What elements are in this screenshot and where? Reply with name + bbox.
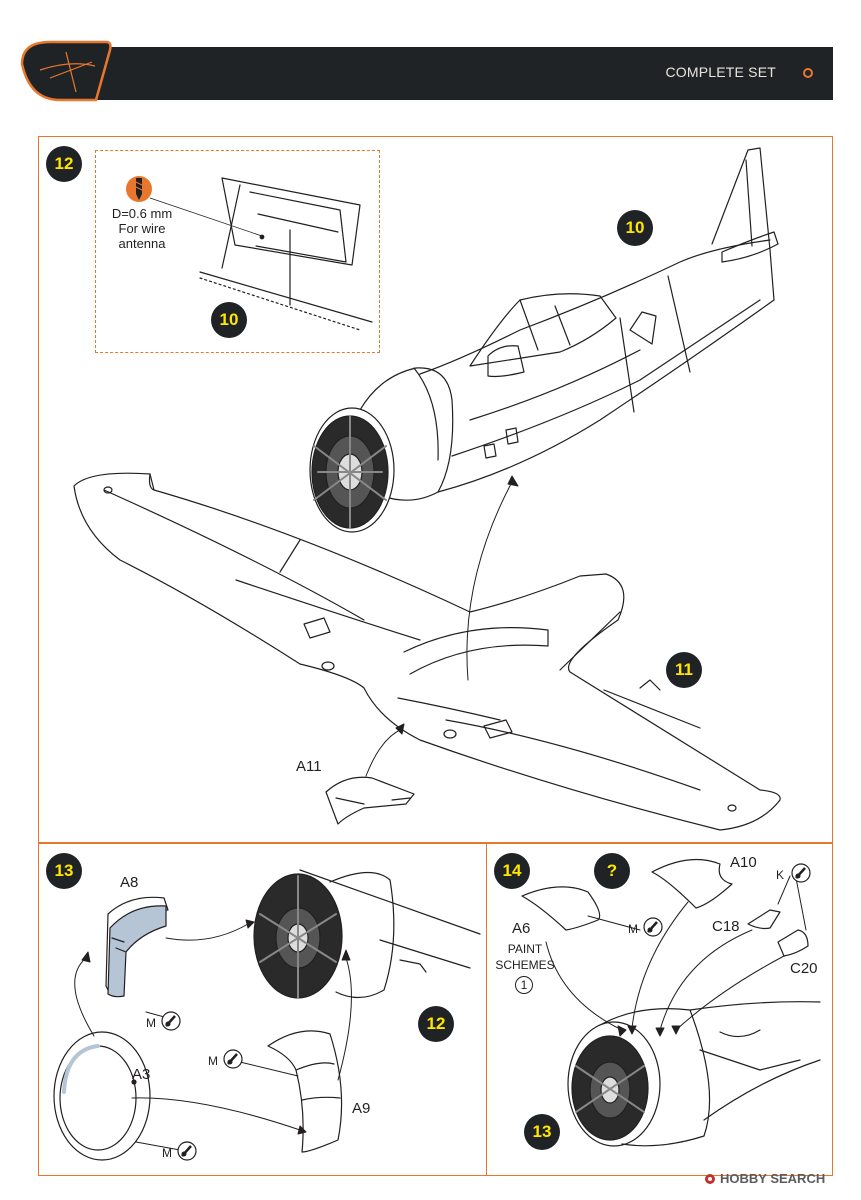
step-14-arrows <box>545 875 807 1037</box>
step-13-arrows <box>74 919 352 1151</box>
paint-schemes-line-2: SCHEMES <box>495 958 555 972</box>
paint-code-k-label: K <box>776 868 785 882</box>
paint-schemes-line-1: PAINT <box>507 942 543 956</box>
ref-step-12-badge: 12 <box>418 1006 454 1042</box>
part-a8-label: A8 <box>120 874 139 891</box>
part-c18-drawing <box>747 909 781 930</box>
part-a9-label: A9 <box>352 1100 371 1117</box>
paint-brush-icon <box>161 1011 181 1031</box>
paint-code-m-label: M <box>208 1054 218 1068</box>
drill-icon <box>126 176 152 202</box>
paint-brush-icon <box>791 863 811 883</box>
step-12-arrows <box>365 475 519 777</box>
ref-step-10-badge: 10 <box>617 210 653 246</box>
part-a10-label: A10 <box>730 854 757 871</box>
header-bar-graphic <box>20 40 833 102</box>
ref-step-13-badge: 13 <box>524 1114 560 1150</box>
part-a11-drawing <box>325 776 415 825</box>
hobbysearch-logo-icon <box>705 1174 715 1184</box>
part-a3-label: A3 <box>132 1066 151 1083</box>
part-a11-label: A11 <box>296 758 322 775</box>
paint-code-m-label: M <box>146 1016 156 1030</box>
part-a10-drawing <box>651 858 733 909</box>
paint-brush-icon <box>223 1049 243 1069</box>
part-a8-drawing <box>105 896 169 998</box>
step-14-badge: 14 <box>494 853 530 889</box>
part-a6-drawing <box>521 886 601 931</box>
paint-scheme-number-badge: 1 <box>515 976 533 994</box>
antenna-detail-inset <box>95 150 380 353</box>
step-13-engine-drawing <box>253 869 481 999</box>
paint-brush-icon <box>643 917 663 937</box>
inset-ref-step-10-badge: 10 <box>211 302 247 338</box>
drill-size-label: D=0.6 mm <box>111 206 173 221</box>
part-c18-label: C18 <box>712 918 740 935</box>
drill-note-line-2: antenna <box>118 236 166 251</box>
step-14-panel <box>486 843 833 1176</box>
optional-step-question-badge: ? <box>594 853 630 889</box>
antenna-hole-detail-drawing <box>149 177 373 331</box>
header-bar: COMPLETE SET <box>0 0 861 130</box>
header-bullet-icon <box>803 68 813 78</box>
part-c20-label: C20 <box>790 960 818 977</box>
part-a6-label: A6 <box>512 920 531 937</box>
wing-drawing <box>73 472 781 831</box>
part-a3-drawing <box>53 1031 151 1161</box>
watermark-text: HOBBY SEARCH <box>720 1171 826 1186</box>
fuselage-drawing <box>359 147 779 501</box>
header-title: COMPLETE SET <box>665 64 776 80</box>
paint-code-m-label: M <box>162 1146 172 1160</box>
step-14-engine-drawing <box>567 1001 821 1147</box>
step-12-badge: 12 <box>46 146 82 182</box>
ref-step-11-badge: 11 <box>666 652 702 688</box>
engine-drawing <box>309 407 395 533</box>
part-c20-drawing <box>777 929 809 957</box>
step-13-badge: 13 <box>46 853 82 889</box>
paint-code-m-label: M <box>628 922 638 936</box>
part-a9-drawing <box>267 1030 343 1153</box>
step-12-panel <box>38 136 833 843</box>
drill-note-line-1: For wire <box>118 221 166 236</box>
paint-brush-icon <box>177 1141 197 1161</box>
